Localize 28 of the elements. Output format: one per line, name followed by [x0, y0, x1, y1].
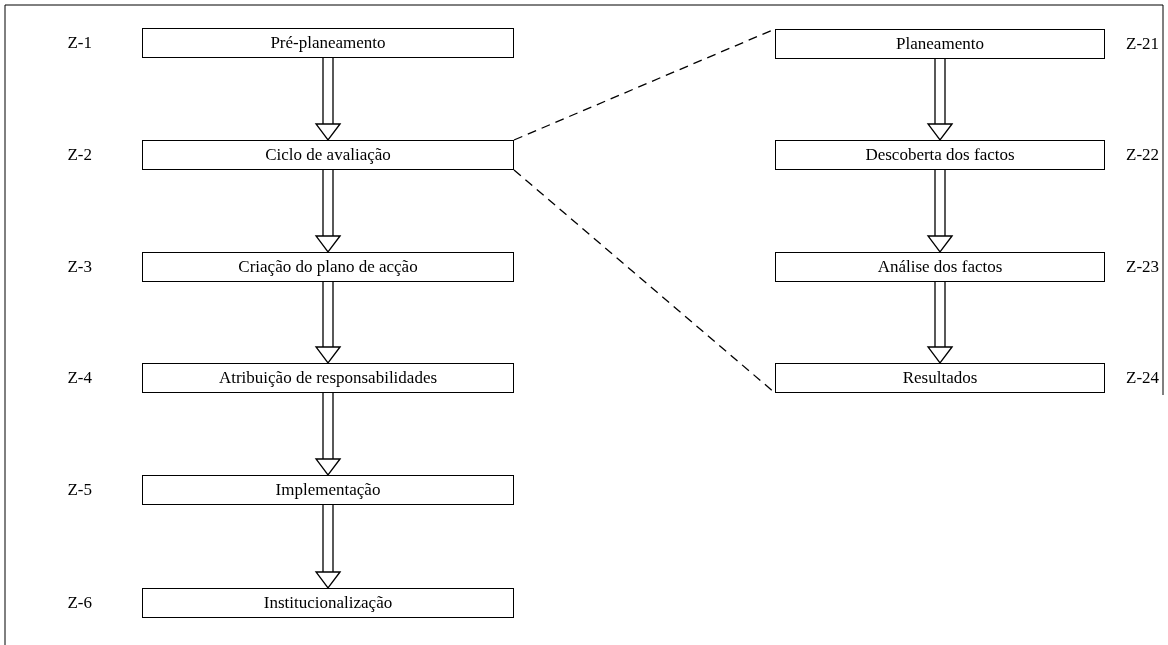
step-code: Z-1 — [67, 33, 92, 53]
box-label: Atribuição de responsabilidades — [218, 368, 438, 388]
block-arrow — [315, 169, 341, 253]
step-code: Z-4 — [67, 368, 92, 388]
block-arrow — [927, 169, 953, 253]
box-label: Análise dos factos — [877, 257, 1003, 277]
step-code: Z-22 — [1126, 145, 1160, 165]
box-label: Institucionalização — [263, 593, 393, 613]
box-label: Planeamento — [896, 34, 984, 54]
block-arrow — [927, 281, 953, 364]
step-code: Z-2 — [67, 145, 92, 165]
block-arrow — [315, 392, 341, 476]
step-code: Z-6 — [67, 593, 92, 613]
block-arrow — [315, 57, 341, 141]
step-code: Z-21 — [1126, 34, 1160, 54]
box-label: Pré-planeamento — [270, 33, 386, 53]
box-label: Descoberta dos factos — [865, 145, 1015, 165]
step-code: Z-5 — [67, 480, 92, 500]
block-arrow — [315, 281, 341, 364]
block-arrow — [315, 504, 341, 589]
step-code: Z-23 — [1126, 257, 1160, 277]
box-label: Criação do plano de acção — [238, 257, 418, 277]
step-code: Z-3 — [67, 257, 92, 277]
box-label: Implementação — [275, 480, 381, 500]
box-label: Resultados — [902, 368, 978, 388]
box-label: Ciclo de avaliação — [265, 145, 391, 165]
block-arrow — [927, 58, 953, 141]
step-code: Z-24 — [1126, 368, 1160, 388]
